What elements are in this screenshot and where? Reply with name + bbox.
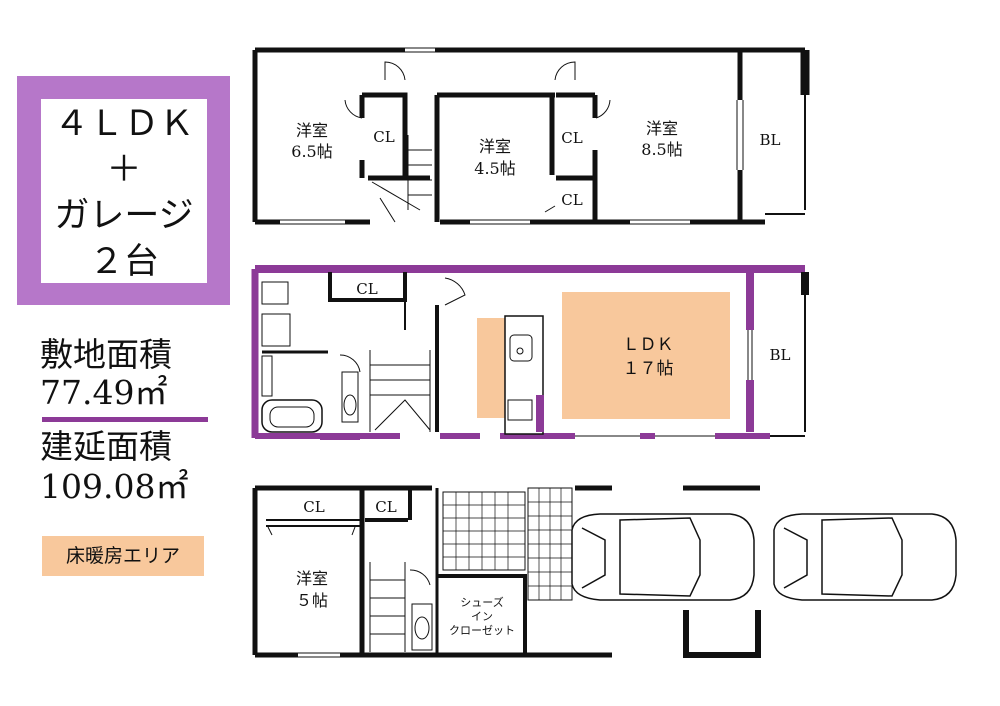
badge-line-2: ＋ (106, 150, 142, 190)
ldk-label-name: ＬＤＫ (623, 335, 674, 355)
room-label-3f-2-name: 洋室 (479, 137, 511, 156)
badge-line-4: ２台 (88, 242, 159, 282)
bl-label-3f: BL (760, 131, 781, 149)
closet-label-1f-1: CL (303, 498, 324, 516)
shoe-closet-label-1: シューズ (460, 595, 503, 609)
shoe-closet-label-3: クローゼット (449, 624, 515, 637)
site-area-value: 77.49㎡ (40, 373, 168, 412)
closet-label-1f-2: CL (375, 498, 396, 516)
ldk-label-size: １７帖 (623, 359, 674, 379)
closet-label-2f: CL (356, 280, 377, 298)
car-2 (773, 513, 957, 601)
floor-area-value: 109.08㎡ (40, 467, 189, 506)
floor-1 (252, 485, 761, 658)
floor-3 (252, 47, 810, 225)
room-label-3f-1-size: 6.5帖 (291, 142, 332, 161)
room-label-3f-2-size: 4.5帖 (474, 159, 515, 178)
floor-area-label: 建延面積 (40, 427, 172, 466)
badge-line-3: ガレージ (54, 196, 194, 236)
heated-area-ldk (562, 292, 730, 419)
room-label-1f-size: ５帖 (296, 591, 328, 610)
room-label-3f-3-size: 8.5帖 (641, 140, 682, 159)
room-label-3f-3-name: 洋室 (646, 119, 678, 138)
room-label-1f-name: 洋室 (296, 569, 328, 588)
closet-label-3f-2: CL (561, 129, 582, 147)
car-1 (571, 513, 755, 601)
heated-area-kitchen (477, 318, 505, 418)
divider (42, 417, 208, 422)
closet-label-3f-3: CL (561, 191, 582, 209)
floor-heating-legend: 床暖房エリア (42, 536, 204, 576)
badge-line-1: ４ＬＤＫ (53, 104, 194, 144)
closet-label-3f-1: CL (373, 128, 394, 146)
shoe-closet-label-2: イン (471, 610, 493, 623)
room-label-3f-1-name: 洋室 (296, 121, 328, 140)
plan-badge: ４ＬＤＫ ＋ ガレージ ２台 (41, 99, 207, 283)
floor-2 (251, 265, 809, 440)
site-area-label: 敷地面積 (40, 335, 172, 374)
bl-label-2f: BL (770, 346, 791, 364)
